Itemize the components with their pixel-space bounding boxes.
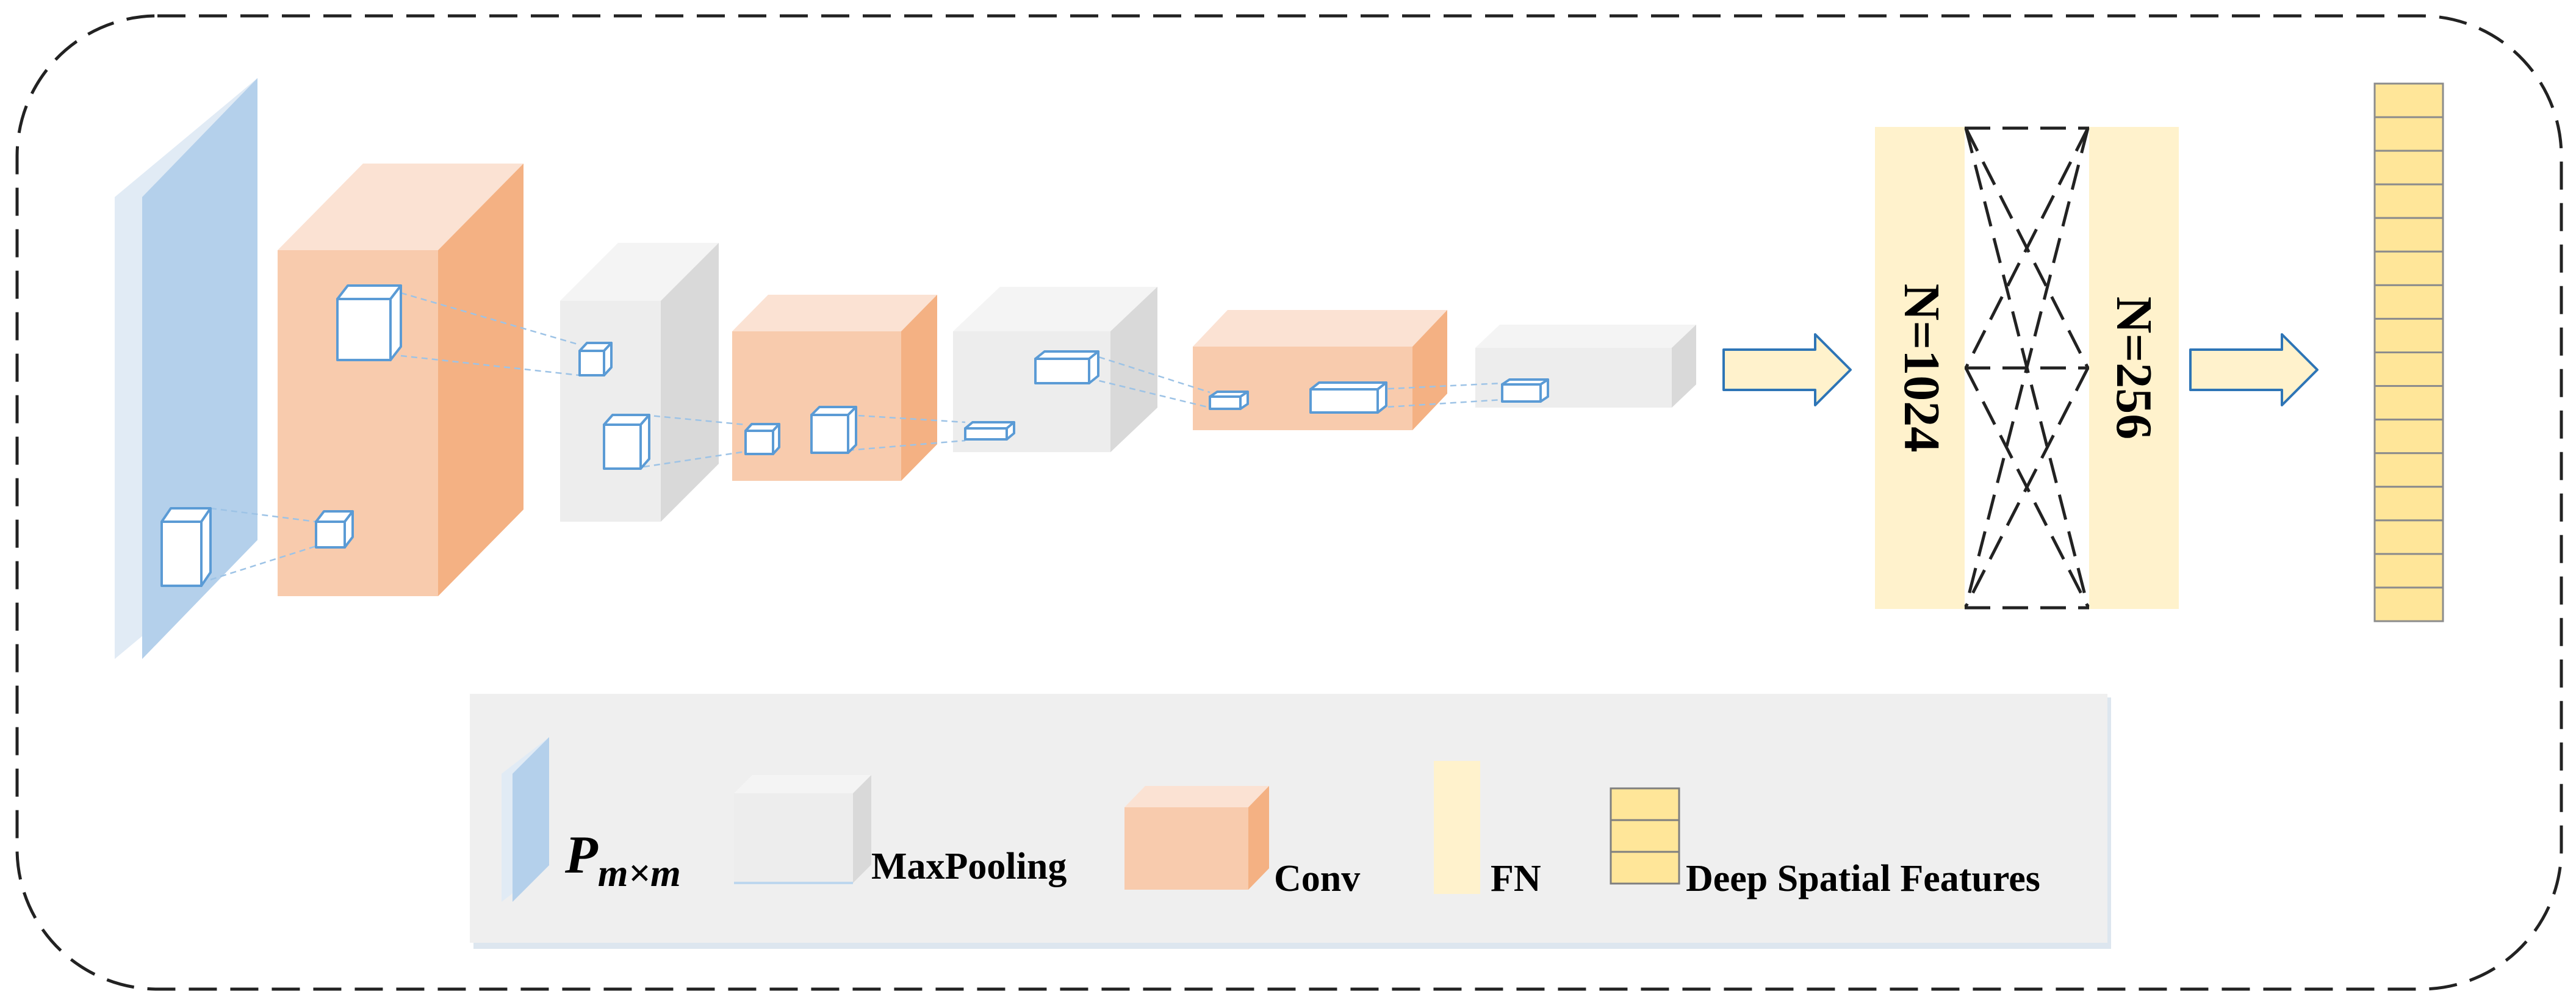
legend-conv-label: Conv [1274,858,1360,899]
conv-block-1 [278,164,523,596]
feature-cell [2373,351,2444,387]
feature-cell [2373,317,2444,353]
feature-cell [2373,250,2444,286]
feature-cell [2373,385,2444,421]
deep-spatial-feature-vector [2373,82,2444,622]
conv-block-3 [1193,310,1447,430]
feature-cell [2373,82,2444,118]
fc-256-label: N=256 [2106,297,2162,440]
fc-1024-label: N=1024 [1893,284,1950,453]
fc-layer-256 [2089,127,2179,609]
feature-cell [2373,183,2444,219]
legend-features-label: Deep Spatial Features [1686,858,2040,899]
legend-input-icon [502,737,549,902]
legend-input-label: Pm×m [564,826,681,895]
legend-panel: Pm×m MaxPooling Conv FN Deep Spatial Fea… [470,694,2111,949]
feature-cell [2373,586,2444,622]
feature-cell [2373,116,2444,152]
feature-cell [2373,419,2444,455]
outer-dashed-frame [15,14,2563,991]
feature-cell [2373,284,2444,320]
conv-block-2 [732,295,937,481]
feature-cell [2373,149,2444,186]
feature-cell [2373,452,2444,488]
legend-features-icon [1610,787,1680,885]
feature-cell [2373,519,2444,555]
legend-maxpool-icon [734,775,871,884]
legend-maxpool-label: MaxPooling [871,846,1067,887]
maxpool-block-3 [1475,325,1696,408]
fc-dashed-connections [1964,126,2090,610]
kernel-cubes [160,284,1549,587]
flow-arrow-1 [1722,333,1852,406]
flow-arrow-2 [2189,333,2319,406]
feature-cell [2373,553,2444,589]
legend-fn-label: FN [1491,858,1541,899]
feature-cell [2373,486,2444,522]
legend-background [470,694,2107,943]
feature-cell [2373,217,2444,253]
fc-layer-1024 [1875,127,1965,609]
kernel-connections [210,292,1503,581]
legend-fn-icon [1434,761,1480,894]
legend-conv-icon [1124,786,1269,890]
maxpool-block-1 [560,243,719,522]
fc-layers: N=1024 N=256 [1875,126,2179,610]
